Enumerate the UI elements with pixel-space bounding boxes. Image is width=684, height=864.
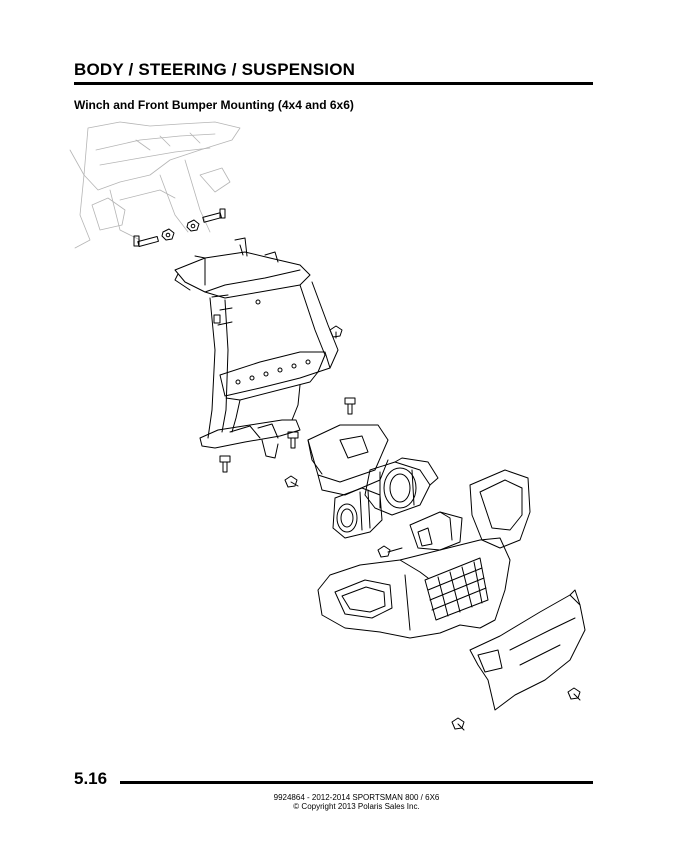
page-number: 5.16 <box>74 769 108 788</box>
bolt-right-vertical <box>344 397 356 415</box>
winch-mount-bracket <box>174 237 339 459</box>
lower-bumper-skid <box>469 589 586 711</box>
front-bumper-grille <box>317 469 531 639</box>
bolt-bottom-center <box>451 717 465 731</box>
nut-top <box>186 219 200 232</box>
winch-plate <box>307 424 389 496</box>
copyright-notice: © Copyright 2013 Polaris Sales Inc. <box>293 802 420 811</box>
bolt-fairlead <box>377 545 403 558</box>
bolt-top-right <box>202 208 226 223</box>
bolt-left <box>133 235 159 247</box>
title-rule <box>74 82 593 85</box>
document-reference: 9924864 - 2012-2014 SPORTSMAN 800 / 6X6 <box>273 793 440 802</box>
footer-rule <box>120 781 593 784</box>
diagram-subtitle: Winch and Front Bumper Mounting (4x4 and… <box>74 98 354 112</box>
bolt-bottom-left <box>219 455 231 473</box>
winch-assembly <box>332 457 439 539</box>
vehicle-frame-faded <box>69 121 241 249</box>
bolt-diagonal <box>284 475 299 488</box>
bolt-bottom-right <box>567 687 581 701</box>
bolt-center <box>287 431 299 449</box>
section-title: BODY / STEERING / SUSPENSION <box>74 60 356 79</box>
fairlead <box>409 511 463 551</box>
nut-left <box>161 228 175 241</box>
exploded-view-illustration <box>69 121 586 731</box>
small-bolt-mid <box>329 325 343 339</box>
